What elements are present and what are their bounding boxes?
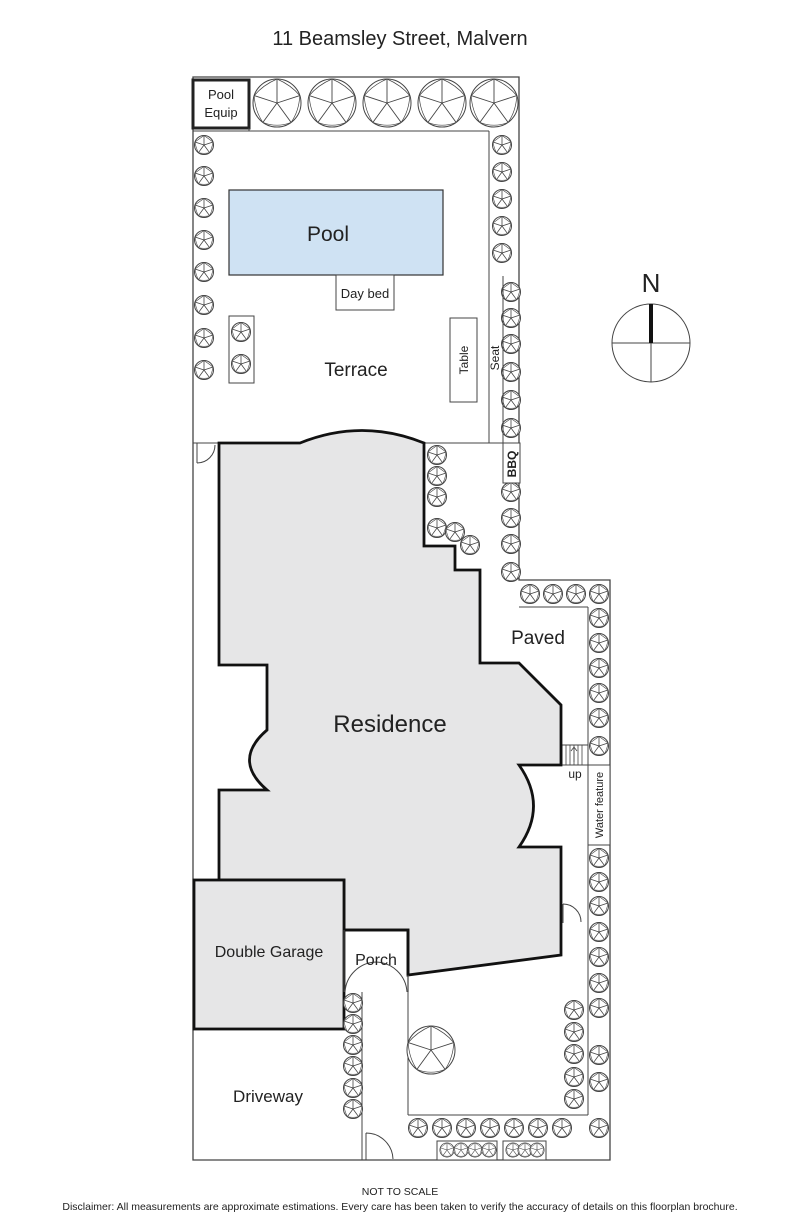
double-garage (192, 878, 346, 1031)
tree-icon (417, 78, 467, 128)
plan-title: 11 Beamsley Street, Malvern (272, 28, 528, 50)
double-garage-label: Double Garage (215, 944, 324, 961)
left-hedge (194, 135, 214, 380)
compass-north-label: N (642, 268, 661, 298)
residence (217, 429, 563, 977)
not-to-scale-note: NOT TO SCALE (361, 1186, 439, 1198)
tree-icon (469, 78, 519, 128)
day-bed-label: Day bed (341, 286, 389, 301)
courtyard-shrubs (427, 445, 480, 555)
residence-label: Residence (333, 711, 446, 738)
porch-label: Porch (355, 952, 397, 969)
front-gate (365, 1132, 394, 1160)
water-feature-label: Water feature (594, 772, 606, 838)
table (449, 317, 478, 403)
table-label: Table (457, 345, 471, 374)
path-hedge (343, 993, 363, 1119)
paved-label: Paved (511, 628, 565, 649)
bbq-label: BBQ (505, 451, 519, 478)
up-label: up (568, 767, 582, 781)
steps-up (561, 744, 589, 766)
plant-icon (231, 322, 251, 342)
tree-icon (307, 78, 357, 128)
porch-double-door (344, 961, 408, 993)
tree-icon (406, 1025, 456, 1075)
seat-label: Seat (488, 345, 502, 370)
bbq (502, 442, 521, 484)
side-door (562, 903, 582, 923)
gate-door (196, 443, 216, 464)
porch (344, 928, 410, 975)
tree-icon (252, 78, 302, 128)
water-feature (587, 764, 611, 846)
north-compass: N (611, 268, 691, 383)
property-boundary (192, 76, 611, 1161)
pool-equipment-shed (191, 78, 251, 130)
pool-label: Pool (307, 223, 349, 246)
disclaimer: Disclaimer: All measurements are approxi… (62, 1201, 738, 1213)
plant-icon (231, 354, 251, 374)
pool (228, 189, 444, 276)
pool-equip-label-line1: Pool (208, 87, 234, 102)
tree-icon (362, 78, 412, 128)
driveway-label: Driveway (233, 1087, 303, 1106)
day-bed (335, 274, 395, 311)
terrace-label: Terrace (324, 360, 387, 381)
pool-equip-label-line2: Equip (204, 105, 237, 120)
